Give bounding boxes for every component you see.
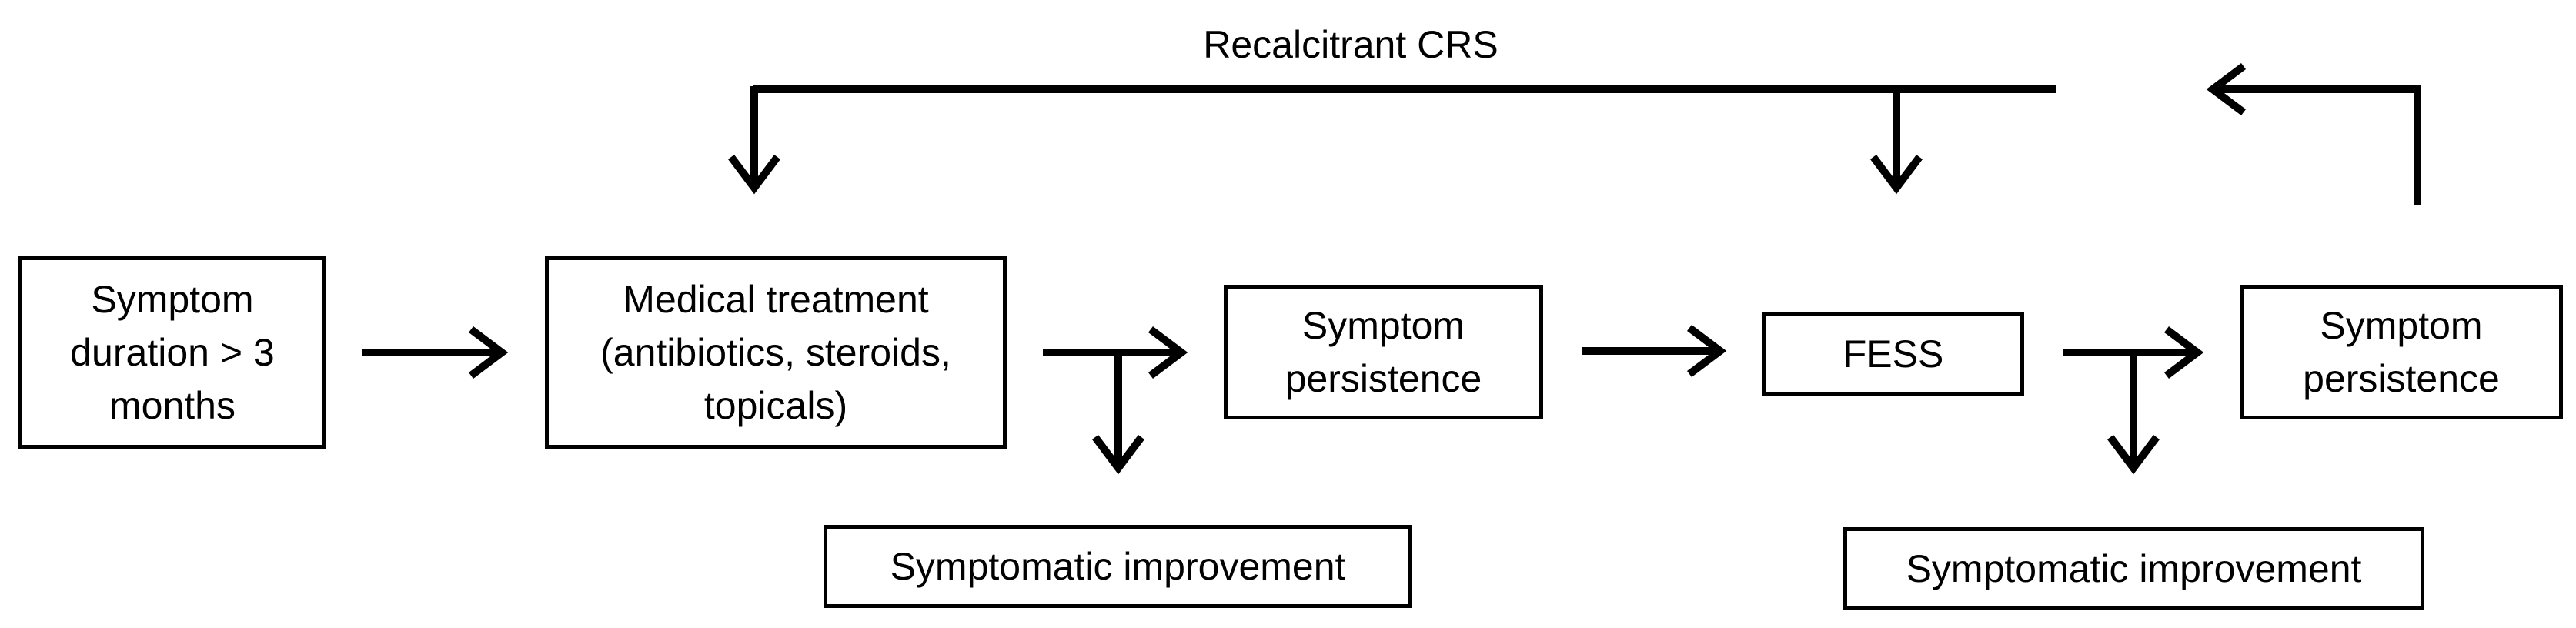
symptom-persistence-text-1: Symptom persistence bbox=[1285, 303, 1482, 400]
symptom-persistence-text-2: Symptom persistence bbox=[2303, 303, 2500, 400]
recalcitrant-loop bbox=[728, 85, 2056, 195]
arrow-treatment-to-persistence bbox=[1043, 326, 1188, 379]
medical-treatment-text: Medical treatment (antibiotics, steroids… bbox=[600, 277, 951, 427]
symptomatic-improvement-text-1: Symptomatic improvement bbox=[890, 544, 1346, 588]
symptomatic-improvement-text-2: Symptomatic improvement bbox=[1906, 546, 2362, 590]
recalcitrant-crs-label: Recalcitrant CRS bbox=[1203, 23, 1498, 66]
symptom-persistence-box-2: Symptom persistence bbox=[2240, 285, 2563, 419]
symptom-duration-text: Symptom duration > 3 months bbox=[70, 277, 275, 427]
fess-box: FESS bbox=[1762, 312, 2024, 396]
return-arrow bbox=[2206, 63, 2421, 205]
arrow-down-to-improvement-1 bbox=[1092, 352, 1144, 475]
arrow-persistence-to-fess bbox=[1582, 325, 1727, 377]
symptomatic-improvement-box-1: Symptomatic improvement bbox=[824, 525, 1412, 608]
symptomatic-improvement-box-2: Symptomatic improvement bbox=[1843, 527, 2424, 610]
symptom-duration-box: Symptom duration > 3 months bbox=[18, 256, 326, 449]
arrow-down-to-improvement-2 bbox=[2107, 352, 2160, 475]
symptom-persistence-box-1: Symptom persistence bbox=[1224, 285, 1543, 419]
arrow-duration-to-treatment bbox=[362, 326, 509, 379]
fess-text: FESS bbox=[1843, 332, 1944, 376]
medical-treatment-box: Medical treatment (antibiotics, steroids… bbox=[545, 256, 1007, 449]
